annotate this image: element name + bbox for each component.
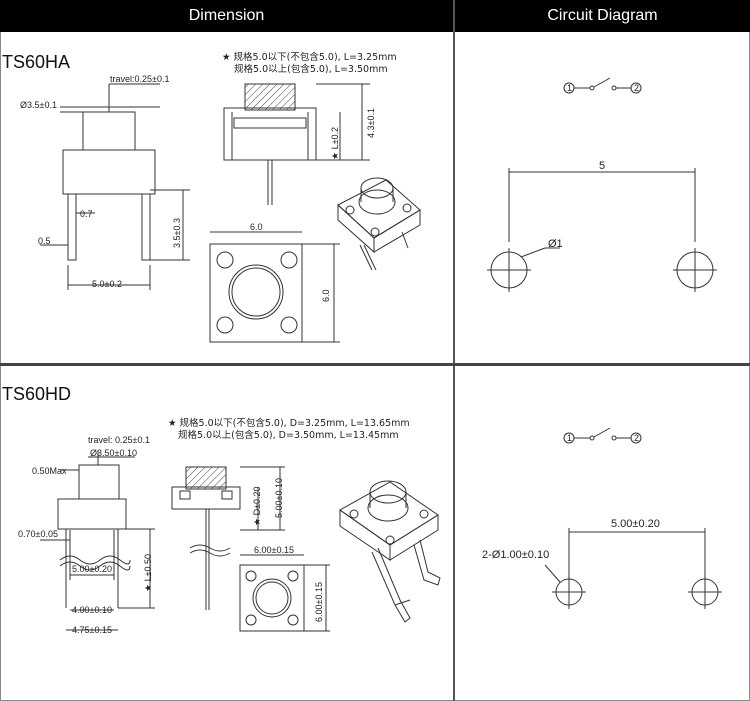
circuit-a-schematic xyxy=(487,77,717,292)
ts60hd-dim-L: ★ L±0.50 xyxy=(143,553,153,592)
ts60ha-note-line1: ★ 规格5.0以下(不包含5.0), L=3.25mm xyxy=(222,52,397,63)
circuit-d-spacing: 5.00±0.20 xyxy=(611,518,660,530)
ts60hd-max-label: 0.50Max xyxy=(32,466,67,476)
dimension-header: Dimension xyxy=(0,0,453,32)
ts60hd-note-line2: 规格5.0以上(包含5.0), D=3.50mm, L=13.45mm xyxy=(178,430,399,441)
circuit-a-spacing: 5 xyxy=(599,160,606,172)
ts60ha-section-view xyxy=(223,83,370,205)
row-divider xyxy=(0,363,750,366)
ts60ha-dim-07: 0.7 xyxy=(80,209,93,219)
ts60hd-front-view xyxy=(40,450,155,631)
ts60ha-top-view xyxy=(209,231,340,343)
ts60hd-diameter-label: Ø3.50±0.10 xyxy=(90,448,137,458)
ts60hd-dim-500v: 5.00±0.10 xyxy=(274,478,284,518)
ts60ha-dim-50: 5.0±0.2 xyxy=(92,279,122,289)
ts60ha-height-60: 6.0 xyxy=(321,289,331,302)
circuit-a-pin1: 1 xyxy=(567,83,573,93)
ts60hd-dim-400: 4.00±0.10 xyxy=(72,605,112,615)
ts60ha-model-name: TS60HA xyxy=(2,52,71,72)
ts60hd-travel-label: travel: 0.25±0.1 xyxy=(88,435,150,445)
ts60ha-dim-43: 4.3±0.1 xyxy=(366,108,376,138)
circuit-header: Circuit Diagram xyxy=(455,0,750,32)
ts60ha-dim-35: 3.5±0.3 xyxy=(172,218,182,248)
circuit-d-hole: 2-Ø1.00±0.10 xyxy=(482,549,550,561)
ts60hd-3d-view xyxy=(339,480,441,623)
circuit-d-schematic xyxy=(544,427,722,609)
ts60hd-model-name: TS60HD xyxy=(2,384,72,404)
ts60hd-dim-D: ★ D±0.20 xyxy=(252,486,262,526)
circuit-d-pin1: 1 xyxy=(567,433,573,443)
ts60ha-3d-view xyxy=(337,177,421,271)
ts60hd-dim-475: 4.75±0.15 xyxy=(72,625,112,635)
ts60hd-note-line1: ★ 规格5.0以下(不包含5.0), D=3.25mm, L=13.65mm xyxy=(168,418,410,429)
column-divider xyxy=(453,0,455,701)
ts60hd-width-600: 6.00±0.15 xyxy=(254,545,294,555)
ts60ha-travel-label: travel:0.25±0.1 xyxy=(110,74,170,84)
ts60ha-dim-05: 0.5 xyxy=(38,236,51,246)
circuit-d-pin2: 2 xyxy=(634,433,640,443)
ts60ha-note-line2: 规格5.0以上(包含5.0), L=3.50mm xyxy=(234,64,388,75)
ts60ha-diameter-label: Ø3.5±0.1 xyxy=(20,100,57,110)
ts60hd-top-view xyxy=(239,554,330,632)
ts60hd-dim-070: 0.70±0.05 xyxy=(18,529,58,539)
ts60hd-dim-500: 5.00±0.20 xyxy=(72,564,112,574)
circuit-a-hole: Ø1 xyxy=(548,238,563,250)
ts60ha-front-view xyxy=(40,83,190,290)
ts60ha-dim-L: ★ L±0.2 xyxy=(330,126,340,160)
ts60hd-section-view xyxy=(171,466,285,610)
ts60hd-height-600: 6.00±0.15 xyxy=(314,582,324,622)
ts60ha-width-60: 6.0 xyxy=(250,222,263,232)
circuit-a-pin2: 2 xyxy=(634,83,640,93)
